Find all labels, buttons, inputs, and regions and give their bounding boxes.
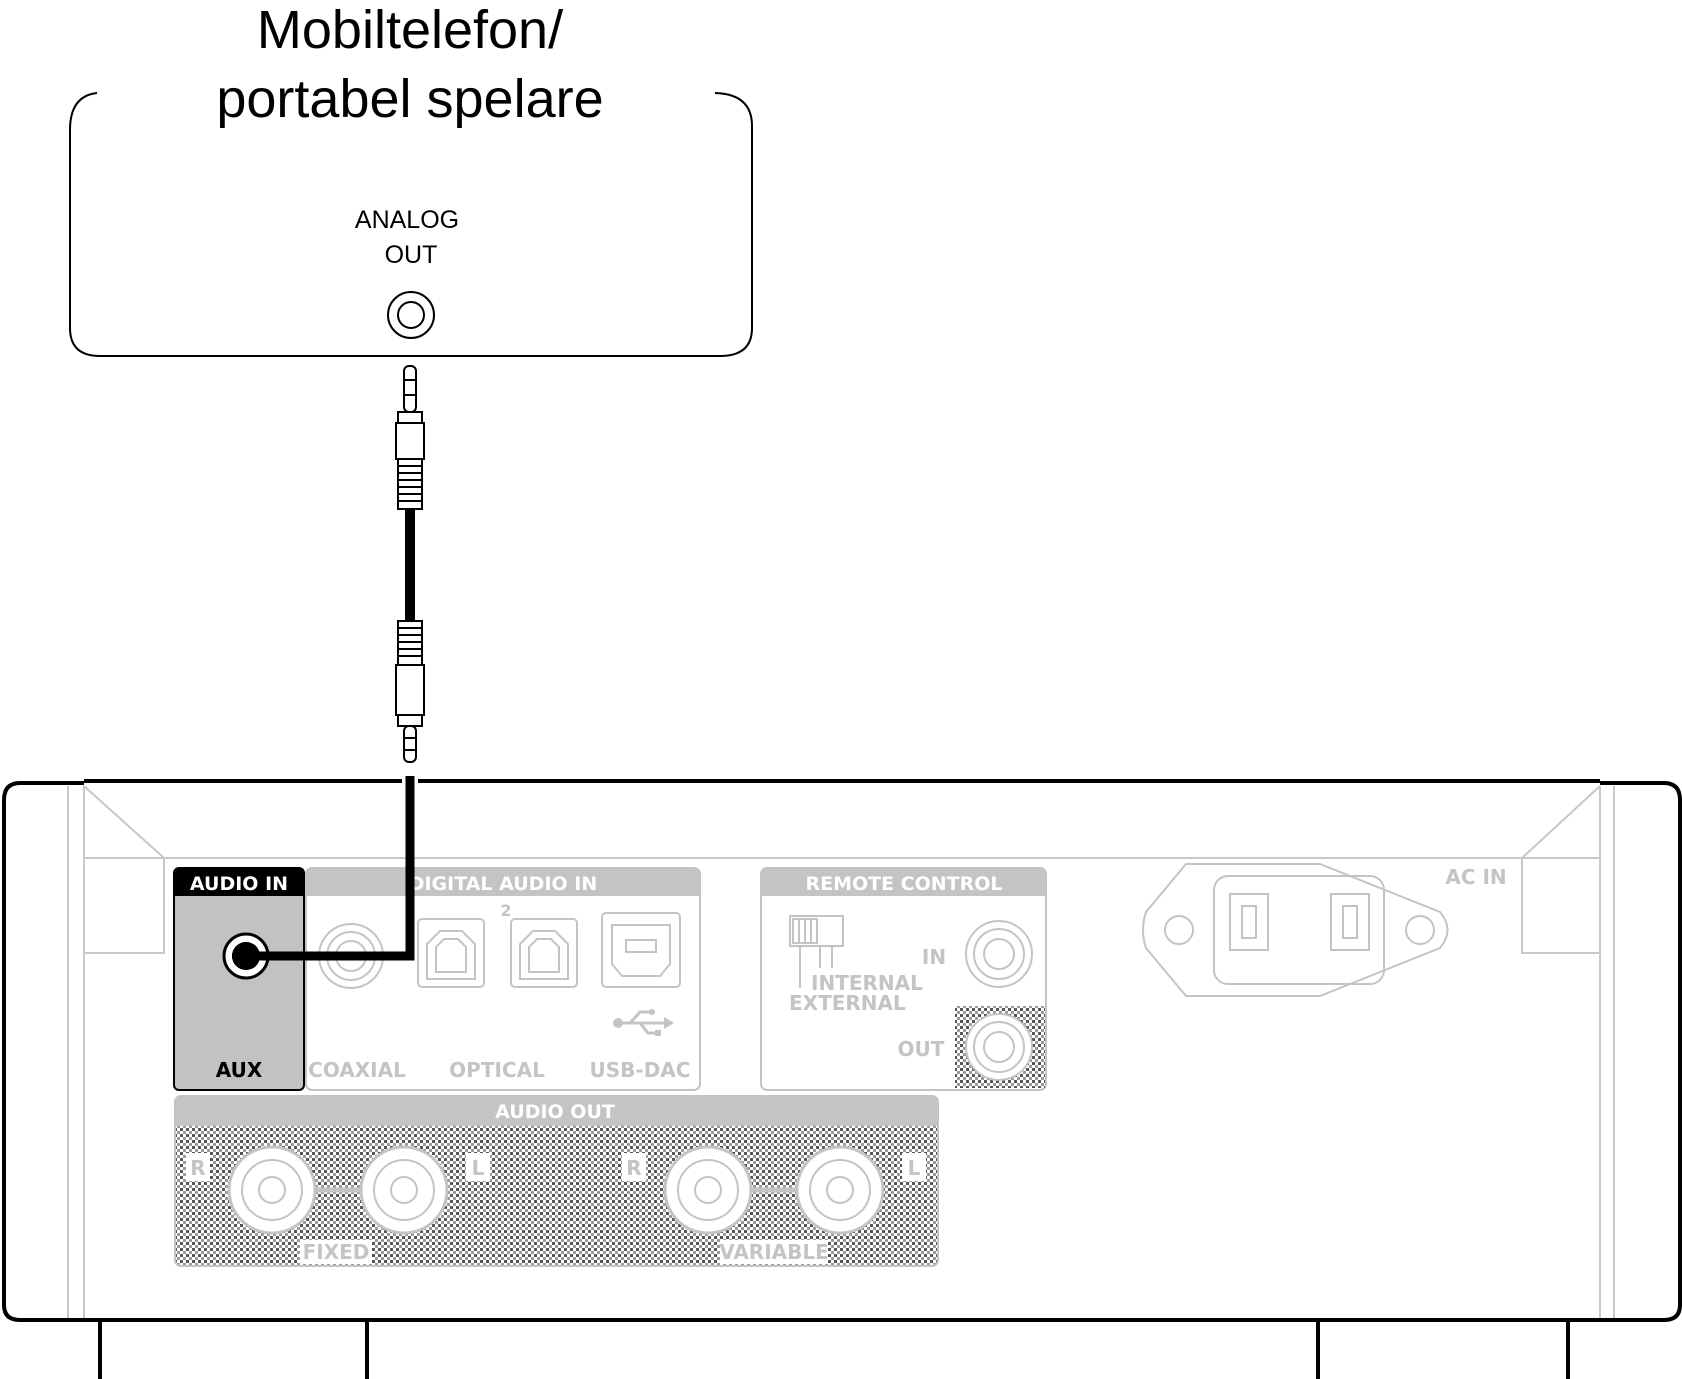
fixed-l-jack[interactable] (359, 1145, 449, 1235)
optical-index-label: 2 (500, 901, 511, 920)
device-title-line1: Mobiltelefon/ (257, 0, 563, 60)
usb-b-port[interactable] (601, 912, 681, 988)
optical-port-1[interactable] (417, 918, 485, 988)
remote-out-jack[interactable] (965, 1013, 1033, 1081)
fixed-r-jack[interactable] (227, 1145, 317, 1235)
audio-out-section: AUDIO OUT R L R L FIX (174, 1095, 939, 1267)
variable-r-label: R (626, 1156, 641, 1180)
audio-in-header: AUDIO IN (190, 873, 288, 895)
fixed-r-label: R (190, 1156, 205, 1180)
remote-in-label: IN (922, 945, 946, 969)
variable-label: VARIABLE (719, 1240, 829, 1264)
cable-to-aux-line (246, 776, 415, 961)
stereo-mini-cable[interactable] (395, 365, 425, 763)
analog-out-label-line2: OUT (385, 241, 438, 269)
usb-icon (613, 1009, 674, 1036)
cable-wire (405, 509, 415, 621)
optical-port-2[interactable] (510, 918, 578, 988)
portable-device: Mobiltelefon/ portabel spelare ANALOG OU… (69, 0, 753, 357)
usb-dac-label: USB-DAC (590, 1058, 691, 1082)
remote-control-section: REMOTE CONTROL INTERNAL EXTERNAL IN OUT (760, 867, 1047, 1091)
coaxial-label: COAXIAL (308, 1058, 406, 1082)
analog-out-label-line1: ANALOG (355, 206, 459, 234)
ac-in-label: AC IN (1445, 865, 1506, 889)
remote-control-header: REMOTE CONTROL (805, 873, 1002, 895)
bottom-plug (395, 620, 425, 763)
audio-in-section: AUDIO IN AUX (173, 867, 305, 1091)
top-plug (395, 365, 425, 510)
fixed-label: FIXED (303, 1240, 370, 1264)
device-title-line2: portabel spelare (216, 69, 603, 129)
variable-l-label: L (908, 1156, 921, 1180)
switch-external-label: EXTERNAL (789, 991, 906, 1015)
switch-internal-label: INTERNAL (811, 971, 923, 995)
fixed-l-label: L (472, 1156, 485, 1180)
optical-label: OPTICAL (449, 1058, 545, 1082)
ac-inlet[interactable] (1142, 862, 1453, 998)
digital-audio-in-header: DIGITAL AUDIO IN (409, 873, 598, 895)
audio-out-header: AUDIO OUT (495, 1101, 615, 1123)
variable-r-jack[interactable] (663, 1145, 753, 1235)
remote-out-label: OUT (898, 1037, 945, 1061)
internal-external-switch[interactable] (789, 915, 844, 988)
digital-audio-in-section: DIGITAL AUDIO IN 2 (305, 867, 701, 1091)
remote-in-jack[interactable] (965, 920, 1033, 988)
aux-label: AUX (216, 1058, 263, 1082)
variable-l-jack[interactable] (795, 1145, 885, 1235)
analog-out-jack[interactable] (387, 291, 435, 339)
unit-rear-panel (1, 779, 1682, 1379)
